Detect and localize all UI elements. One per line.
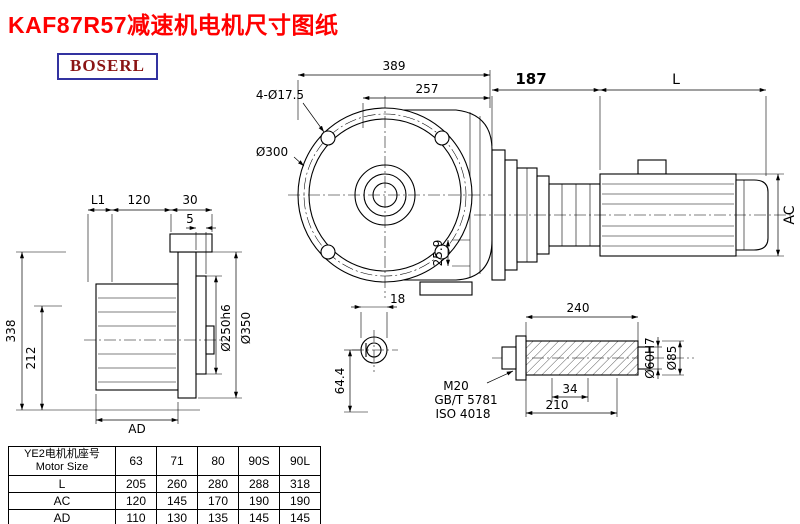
table-row-ad: AD 110 130 135 145 145 [8,509,321,524]
table-row-ac: AC 120 145 170 190 190 [8,492,321,510]
end-washer [515,335,527,381]
row-label: L [8,475,116,493]
table-cell: 260 [156,475,198,493]
dim-shaft-length-label: 240 [567,301,590,315]
output-flange-side [177,251,197,399]
table-cell: 205 [115,475,157,493]
dim-30-label: 30 [182,193,197,207]
dim-motor-dia-label: AC [782,205,798,224]
standard-iso-label: ISO 4018 [436,407,491,421]
bore-dia-label: Ø60H7 [643,337,657,378]
thread-label: M20 [443,379,469,393]
dim-ad-label: AD [128,422,145,436]
size-col-90l: 90L [279,446,321,476]
row-label: AC [8,492,116,510]
gearbox-body [95,283,179,391]
table-row-l: L 205 260 280 288 318 [8,475,321,493]
table-cell: 190 [238,492,280,510]
table-header-motor-size: YE2电机机座号 Motor Size [8,446,116,476]
bolt-hole [320,244,336,260]
dim-height-label: 338 [4,320,18,343]
bolt-hole [434,130,450,146]
table-cell: 280 [197,475,239,493]
dim-total-width-label: 389 [383,59,406,73]
size-col-63: 63 [115,446,157,476]
table-cell: 110 [115,509,157,524]
table-cell: 318 [279,475,321,493]
table-cell: 170 [197,492,239,510]
spigot-dia-label: Ø250h6 [219,304,233,352]
flange-dia-label: Ø300 [256,145,288,159]
dim-adapter-label: 187 [515,70,546,88]
dim-sub-width-label: 257 [416,82,439,96]
logo-text: BOSERL [70,56,145,75]
table-cell: 145 [279,509,321,524]
standard-gb-label: GB/T 5781 [434,393,497,407]
motor-size-table: YE2电机机座号 Motor Size 63 71 80 90S 90L L 2… [8,446,321,524]
size-col-90s: 90S [238,446,280,476]
flange-spigot [195,275,207,375]
dim-5-label: 5 [186,212,194,226]
motor-assembly: 187 L AC [474,70,798,281]
top-bracket [169,233,213,253]
dim-34-label: 34 [562,382,577,396]
flange-dia-side-label: Ø350 [239,312,253,344]
table-cell: 145 [156,492,198,510]
size-col-80: 80 [197,446,239,476]
dim-210-label: 210 [546,398,569,412]
dim-center-label: 212 [24,347,38,370]
boserl-logo: BOSERL [57,53,158,80]
table-cell: 120 [115,492,157,510]
dim-drop-label: 64.4 [333,368,347,395]
table-cell: 135 [197,509,239,524]
shaft-body [525,340,639,376]
table-cell: 288 [238,475,280,493]
dim-120-label: 120 [128,193,151,207]
terminal-box [637,159,667,175]
page-title: KAF87R57减速机电机尺寸图纸 [8,12,339,38]
hub-dia-label: Ø85 [665,346,679,371]
size-col-71: 71 [156,446,198,476]
header-cn: YE2电机机座号 [24,448,100,460]
front-view-gearbox: 389 257 4-Ø17.5 Ø300 25.9 [256,59,502,298]
row-label: AD [8,509,116,524]
dim-motor-length-label: L [672,72,680,88]
bolt-holes-label: 4-Ø17.5 [256,88,304,102]
dim-offset-label: 25.9 [431,240,445,267]
end-bolt [501,346,517,370]
table-cell: 130 [156,509,198,524]
header-en: Motor Size [35,461,89,473]
dim-key-width-label: 18 [390,292,405,306]
bolt-hole [320,130,336,146]
dim-l1-label: L1 [91,193,105,207]
side-view-gearbox: L1 120 30 5 338 212 AD [4,193,253,436]
table-header-row: YE2电机机座号 Motor Size 63 71 80 90S 90L [8,446,321,476]
shaft-end-view: 18 64.4 [333,292,405,413]
output-shaft-detail: 240 34 210 M20 GB/T 5781 ISO 4018 Ø60H7 [434,301,694,421]
table-cell: 190 [279,492,321,510]
table-cell: 145 [238,509,280,524]
